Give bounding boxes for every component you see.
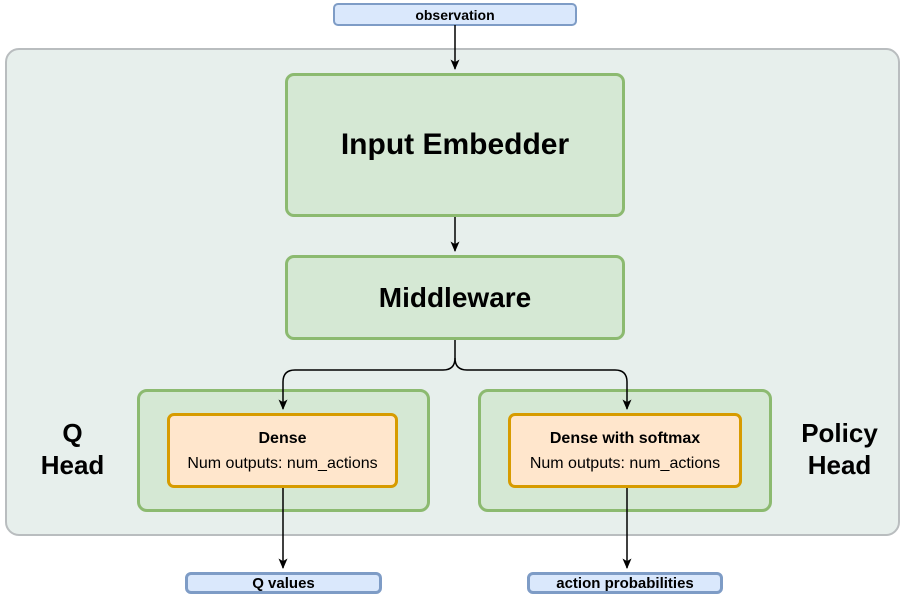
- q-values-node: Q values: [185, 572, 382, 594]
- middleware-label: Middleware: [378, 281, 532, 313]
- input-embedder-node: Input Embedder: [285, 73, 625, 217]
- q-dense-node: Dense Num outputs: num_actions: [167, 413, 398, 488]
- policy-dense-title: Dense with softmax: [549, 429, 701, 447]
- policy-dense-subtitle: Num outputs: num_actions: [529, 454, 721, 472]
- q-head-label: Q Head: [22, 415, 123, 483]
- observation-label: observation: [415, 6, 495, 23]
- q-head-label-line2: Head: [40, 450, 105, 480]
- observation-node: observation: [333, 3, 577, 26]
- input-embedder-label: Input Embedder: [340, 128, 570, 161]
- middleware-node: Middleware: [285, 255, 625, 340]
- policy-dense-node: Dense with softmax Num outputs: num_acti…: [508, 413, 742, 488]
- action-probabilities-node: action probabilities: [527, 572, 723, 594]
- q-dense-title: Dense: [258, 429, 307, 447]
- q-values-label: Q values: [252, 574, 315, 592]
- q-head-label-line1: Q: [62, 418, 83, 448]
- action-probabilities-label: action probabilities: [556, 574, 694, 592]
- policy-head-label-line1: Policy: [801, 418, 878, 448]
- policy-head-label: Policy Head: [789, 415, 890, 483]
- q-dense-subtitle: Num outputs: num_actions: [187, 454, 378, 472]
- policy-head-label-line2: Head: [807, 450, 872, 480]
